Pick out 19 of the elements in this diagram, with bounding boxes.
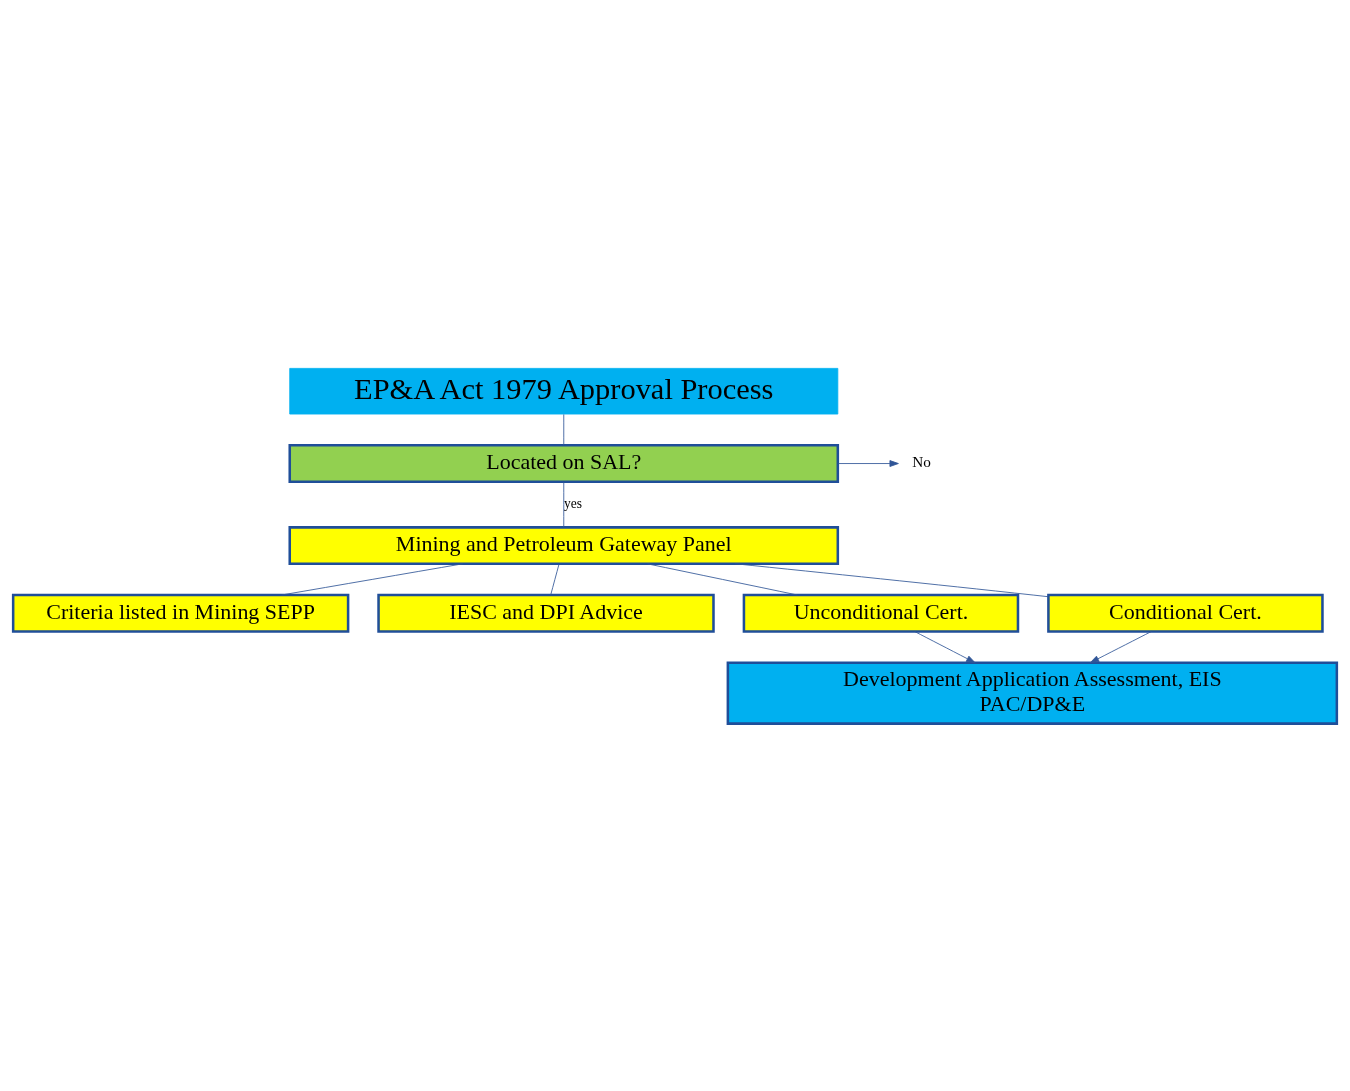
connector (647, 562, 798, 595)
edge-label: yes (564, 495, 583, 511)
arrow (837, 459, 899, 467)
connector (563, 413, 565, 446)
connector (563, 480, 565, 528)
arrow (1089, 630, 1152, 663)
node-box: Located on SAL? (288, 443, 840, 483)
node-text: No (912, 452, 931, 470)
node-box: Conditional Cert. (1047, 593, 1324, 633)
connector (281, 562, 464, 595)
connector (734, 562, 1049, 597)
arrow (914, 630, 976, 663)
connector (550, 563, 560, 595)
node-box: EP&A Act 1979 Approval Process (289, 367, 839, 414)
node-box: Unconditional Cert. (742, 593, 1020, 633)
node-box: Criteria listed in Mining SEPP (11, 593, 350, 633)
node-box: IESC and DPI Advice (377, 593, 715, 633)
node-box: Mining and Petroleum Gateway Panel (288, 525, 840, 565)
node-box: Development Application Assessment, EIS PAC/DP&E (726, 660, 1339, 725)
